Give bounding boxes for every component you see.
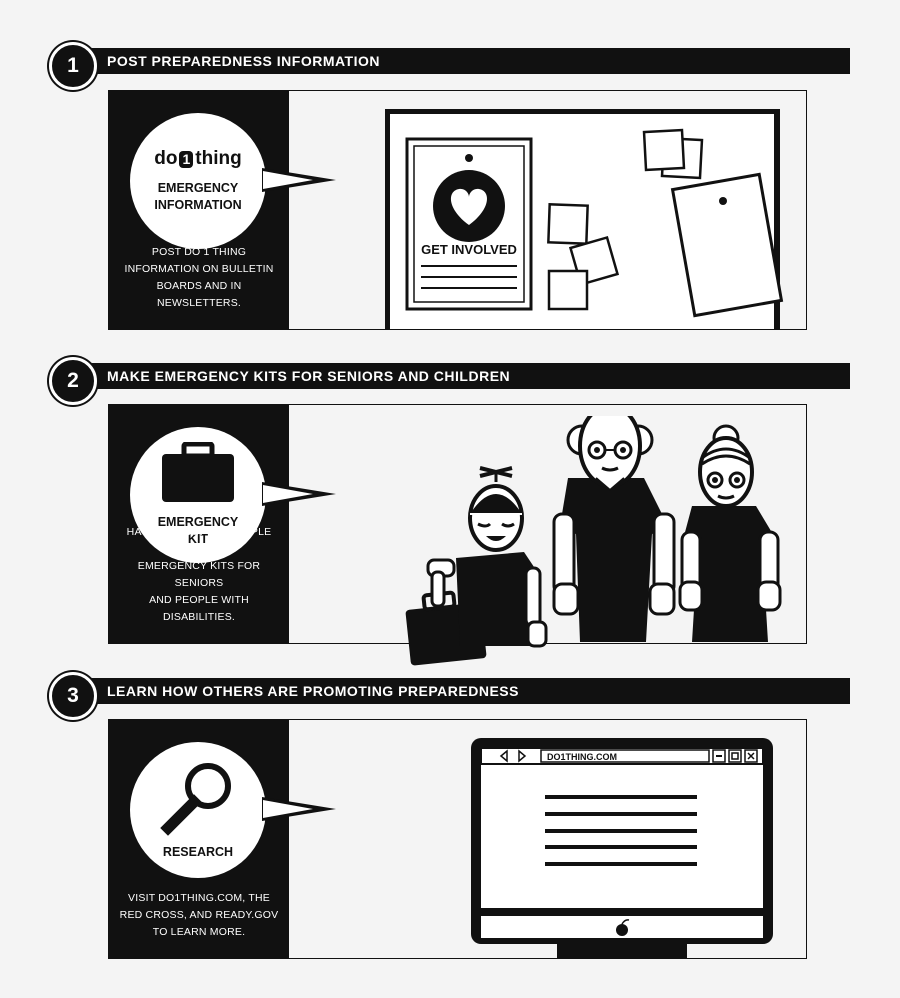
speech-bubble: EMERGENCY KIT	[130, 427, 266, 563]
bubble-label: INFORMATION	[154, 198, 242, 212]
child-figure	[405, 466, 548, 666]
old-woman-figure	[678, 424, 782, 642]
section-3-caption: VISIT DO1THING.COM, THE RED CROSS, AND R…	[119, 892, 279, 938]
bulletin-board-illustration: GET INVOLVED	[385, 109, 784, 329]
bubble-label: EMERGENCY	[157, 181, 239, 195]
section-2-caption: HAVE A GROUP OF PEOPLE MAKE EMERGENCY KI…	[126, 526, 272, 623]
section-2-sidebar: EMERGENCY KIT HAVE A GROUP OF PEOPLE MAK…	[109, 405, 289, 643]
section-3-panel: RESEARCH VISIT DO1THING.COM, THE RED CRO…	[108, 719, 807, 959]
old-man-figure	[552, 416, 676, 642]
step-number-3: 3	[49, 672, 97, 720]
bubble-label: RESEARCH	[162, 844, 234, 859]
browser-url: DO1THING.COM	[547, 752, 617, 762]
step-number-2: 2	[49, 357, 97, 405]
step-number-1: 1	[49, 42, 97, 90]
bubble-label: KIT	[187, 532, 209, 546]
section-2-title: MAKE EMERGENCY KITS FOR SENIORS AND CHIL…	[90, 363, 850, 389]
monitor-illustration: DO1THING.COM	[471, 738, 773, 958]
bubble-label: EMERGENCY	[157, 515, 239, 529]
section-3-title: LEARN HOW OTHERS ARE PROMOTING PREPAREDN…	[90, 678, 850, 704]
magnifier-icon	[160, 762, 231, 836]
section-3-sidebar: RESEARCH VISIT DO1THING.COM, THE RED CRO…	[109, 720, 289, 958]
section-1-title: POST PREPAREDNESS INFORMATION	[90, 48, 850, 74]
briefcase-icon	[162, 442, 234, 502]
speech-bubble: RESEARCH	[130, 742, 266, 878]
heart-icon	[450, 188, 488, 225]
section-1-caption: POST DO 1 THING INFORMATION ON BULLETIN …	[124, 246, 274, 309]
poster-text: GET INVOLVED	[421, 242, 517, 257]
people-illustration	[405, 416, 782, 666]
